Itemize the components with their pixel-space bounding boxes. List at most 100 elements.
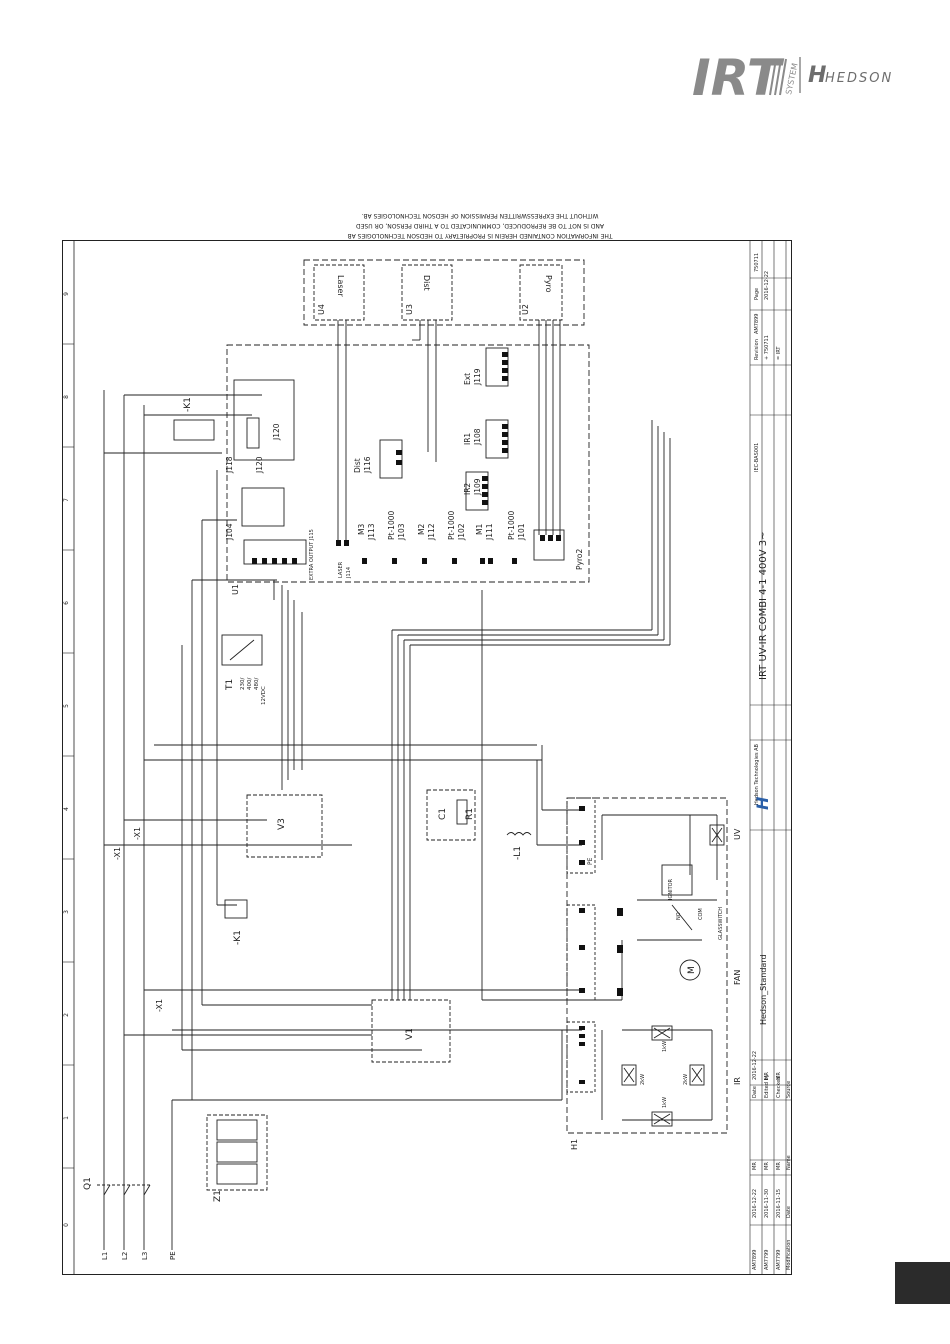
revision-label: Revision: [754, 339, 760, 360]
column-label: 4: [63, 807, 70, 811]
j112-label: J112: [427, 523, 436, 541]
j104-label: J104: [225, 523, 234, 541]
j111-label: J111: [485, 523, 494, 541]
revision-date: 2016-12-22: [764, 271, 770, 300]
motor-label: M: [687, 966, 697, 974]
transformer-t1: [221, 634, 263, 666]
glass-switch: [671, 904, 693, 931]
u2-label: U2: [521, 304, 530, 315]
page-tab: [895, 1262, 950, 1304]
main-switch-q1: [97, 1184, 152, 1196]
filter-z1: [206, 1114, 268, 1191]
edited-value: MR: [764, 1072, 770, 1080]
h1-terminals: [579, 806, 623, 1084]
m2-label: M2: [417, 524, 426, 535]
c1-label: C1: [438, 808, 448, 820]
x1-label: -X1: [113, 847, 122, 860]
mod-name: MR: [764, 1162, 770, 1170]
laser-label: Laser: [336, 275, 345, 297]
j116-label: J116: [363, 456, 372, 474]
column-label: 8: [63, 395, 70, 399]
mod-code: AM7799: [764, 1250, 770, 1270]
x1-label: -X1: [155, 999, 164, 1012]
notice-line-2: AND IS NOT TO BE REPRODUCED, COMMUNICATE…: [356, 222, 604, 229]
ir-section-label: IR: [733, 1077, 742, 1085]
contactor-v1: [371, 999, 451, 1063]
mod-code: AM7899: [752, 1250, 758, 1270]
pyro-label: Pyro: [544, 275, 553, 293]
lamp-rating: 2kW: [640, 1074, 646, 1085]
logo-brand: IRT: [692, 49, 785, 105]
mod-name: MR: [776, 1162, 782, 1170]
u4-label: U4: [317, 304, 326, 315]
pyro2-label: Pyro2: [575, 549, 584, 570]
mod-code: AM7799: [776, 1250, 782, 1270]
t1-spec: 400/: [247, 678, 253, 690]
uv-lamp: [661, 824, 725, 896]
input-pe: PE: [169, 1251, 177, 1260]
v3-label: V3: [277, 818, 287, 830]
unit-h1: [566, 797, 728, 1134]
dist-connector-label: Dist: [353, 458, 362, 473]
fan-section-label: FAN: [733, 970, 742, 985]
dist-label: Dist: [422, 275, 431, 291]
input-l1: L1: [101, 1252, 109, 1260]
edited-label: Edited by: [764, 1074, 770, 1098]
j118-label: J118: [225, 456, 234, 474]
controller-connectors: [241, 347, 565, 565]
m1-label: M1: [475, 524, 484, 535]
company-name: Hedson Technologies AB: [754, 743, 760, 805]
mod-date: 2016-11-15: [776, 1189, 782, 1218]
page-label: Page: [754, 288, 760, 300]
t1-spec: 12VDC: [261, 686, 267, 705]
column-label: 7: [63, 498, 70, 502]
proprietary-notice: THE INFORMATION CONTAINED HEREIN IS PROP…: [347, 212, 613, 239]
fan-motor: [679, 959, 701, 981]
notice-line-3: WITHOUT THE EXPRESSWRITTEN PERMISSION OF…: [361, 212, 598, 219]
t1-spec: 230/: [240, 678, 246, 690]
ref-equals: = IRT: [776, 346, 782, 360]
ir2-label: IR2: [463, 483, 472, 495]
r1-label: R1: [465, 808, 475, 820]
date-label: Date: [752, 1086, 758, 1098]
z1-label: Z1: [213, 1190, 223, 1202]
column-label: 0: [63, 1223, 70, 1227]
ignitor-label: IGNITOR: [668, 878, 674, 900]
x1-label: -X1: [133, 827, 142, 840]
contactor-v3: [246, 794, 323, 858]
extra-output-label: EXTRA OUTPUT J115: [309, 529, 315, 580]
modification-label: Modification: [786, 1240, 792, 1270]
m3-label: M3: [357, 524, 366, 535]
company-logo-mark: H: [753, 796, 772, 810]
relay-k1-contacts: [173, 379, 295, 461]
logo-system: SYSTEM: [784, 62, 799, 95]
j113-label: J113: [367, 523, 376, 541]
date-value: 2016-12-22: [752, 1051, 758, 1080]
title-block: [749, 240, 792, 1275]
pt1000-label: Pt-1000: [447, 511, 456, 540]
j120-label: J120: [255, 456, 264, 474]
wiring: [103, 320, 718, 1250]
ir-lamps: [621, 1025, 705, 1127]
input-l3: L3: [141, 1252, 149, 1260]
choke-l1: [506, 832, 532, 836]
connector-pins: [252, 352, 561, 564]
column-label: 9: [63, 292, 70, 296]
doc-code: IEC-BAS001: [754, 443, 760, 472]
notice-line-1: THE INFORMATION CONTAINED HEREIN IS PROP…: [347, 232, 613, 239]
checked-value: MR: [776, 1072, 782, 1080]
q1-label: Q1: [83, 1177, 93, 1190]
logo-mark: H: [808, 63, 826, 88]
pt1000-label: Pt-1000: [387, 511, 396, 540]
j109-label: J109: [473, 478, 482, 496]
h1-label: H1: [570, 1139, 579, 1150]
k1-top-label: -K1: [183, 397, 193, 412]
revision-value: AM7899: [754, 314, 760, 334]
page-value: 750711: [754, 253, 760, 272]
laser-connector-label: LASER: [338, 561, 344, 578]
pt1000-label: Pt-1000: [507, 511, 516, 540]
lamp-rating: 2kW: [683, 1074, 689, 1085]
ext-label: Ext: [463, 373, 472, 385]
j103-label: J103: [397, 523, 406, 541]
no-label: NO: [676, 912, 682, 920]
